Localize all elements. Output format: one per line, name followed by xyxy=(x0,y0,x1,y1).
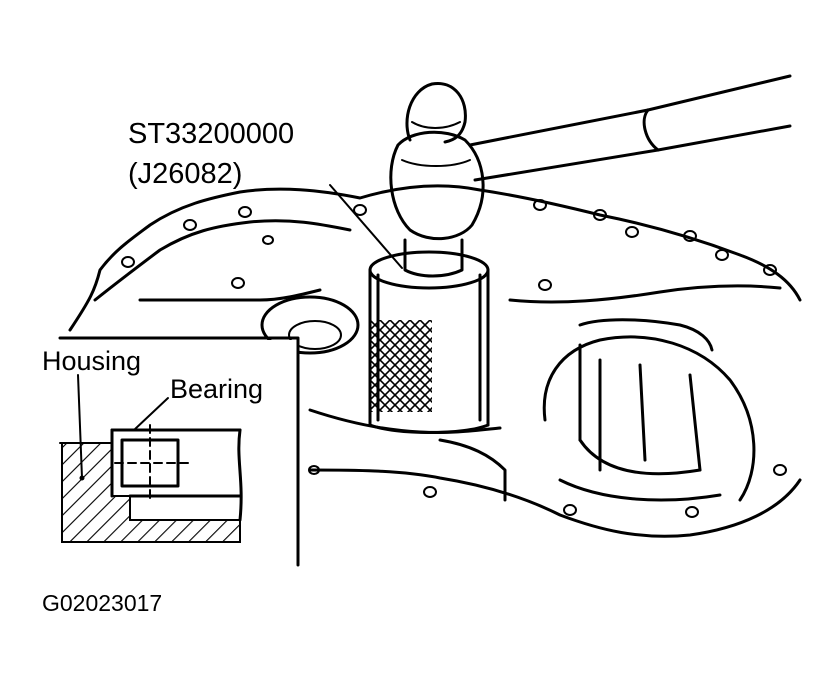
bearing-label: Bearing xyxy=(170,374,264,404)
drift-tool xyxy=(368,250,490,434)
hammer xyxy=(389,74,792,278)
transmission-case xyxy=(68,184,802,538)
housing-label: Housing xyxy=(42,346,142,376)
figure-code: G02023017 xyxy=(42,590,163,616)
tool-leader-line xyxy=(329,184,403,269)
bearing-leader-line xyxy=(133,397,169,431)
inset-detail xyxy=(40,336,300,567)
tool-alt-number-label: (J26082) xyxy=(128,158,243,190)
knurled-grip xyxy=(370,320,432,412)
tool-number-label: ST33200000 xyxy=(128,118,295,150)
housing-leader-line xyxy=(77,374,83,479)
